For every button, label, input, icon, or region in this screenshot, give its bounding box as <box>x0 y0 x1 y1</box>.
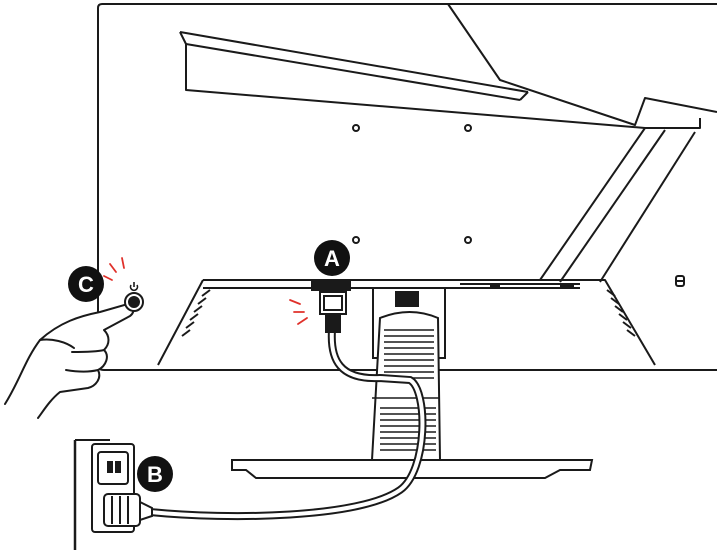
vent-strip <box>180 32 528 100</box>
vesa-hole <box>353 125 359 131</box>
power-icon <box>131 282 138 290</box>
kensington-lock-icon <box>676 276 684 286</box>
callout-a-label: A <box>324 246 340 271</box>
callout-b: B <box>137 456 173 492</box>
power-button <box>125 293 143 311</box>
hand-illustration <box>5 304 134 418</box>
vesa-hole <box>353 237 359 243</box>
connector-highlight-marks <box>290 300 307 324</box>
vesa-holes <box>353 125 471 243</box>
vesa-hole <box>465 125 471 131</box>
dc-in-port <box>312 282 350 290</box>
rear-accent-panel <box>448 4 717 125</box>
callout-c-label: C <box>78 272 94 297</box>
power-plug <box>104 494 152 526</box>
callout-c: C <box>68 266 104 302</box>
callout-a: A <box>314 240 350 276</box>
vesa-hole <box>465 237 471 243</box>
dc-plug <box>320 292 346 332</box>
callout-b-label: B <box>147 462 163 487</box>
button-highlight-marks <box>104 258 124 280</box>
